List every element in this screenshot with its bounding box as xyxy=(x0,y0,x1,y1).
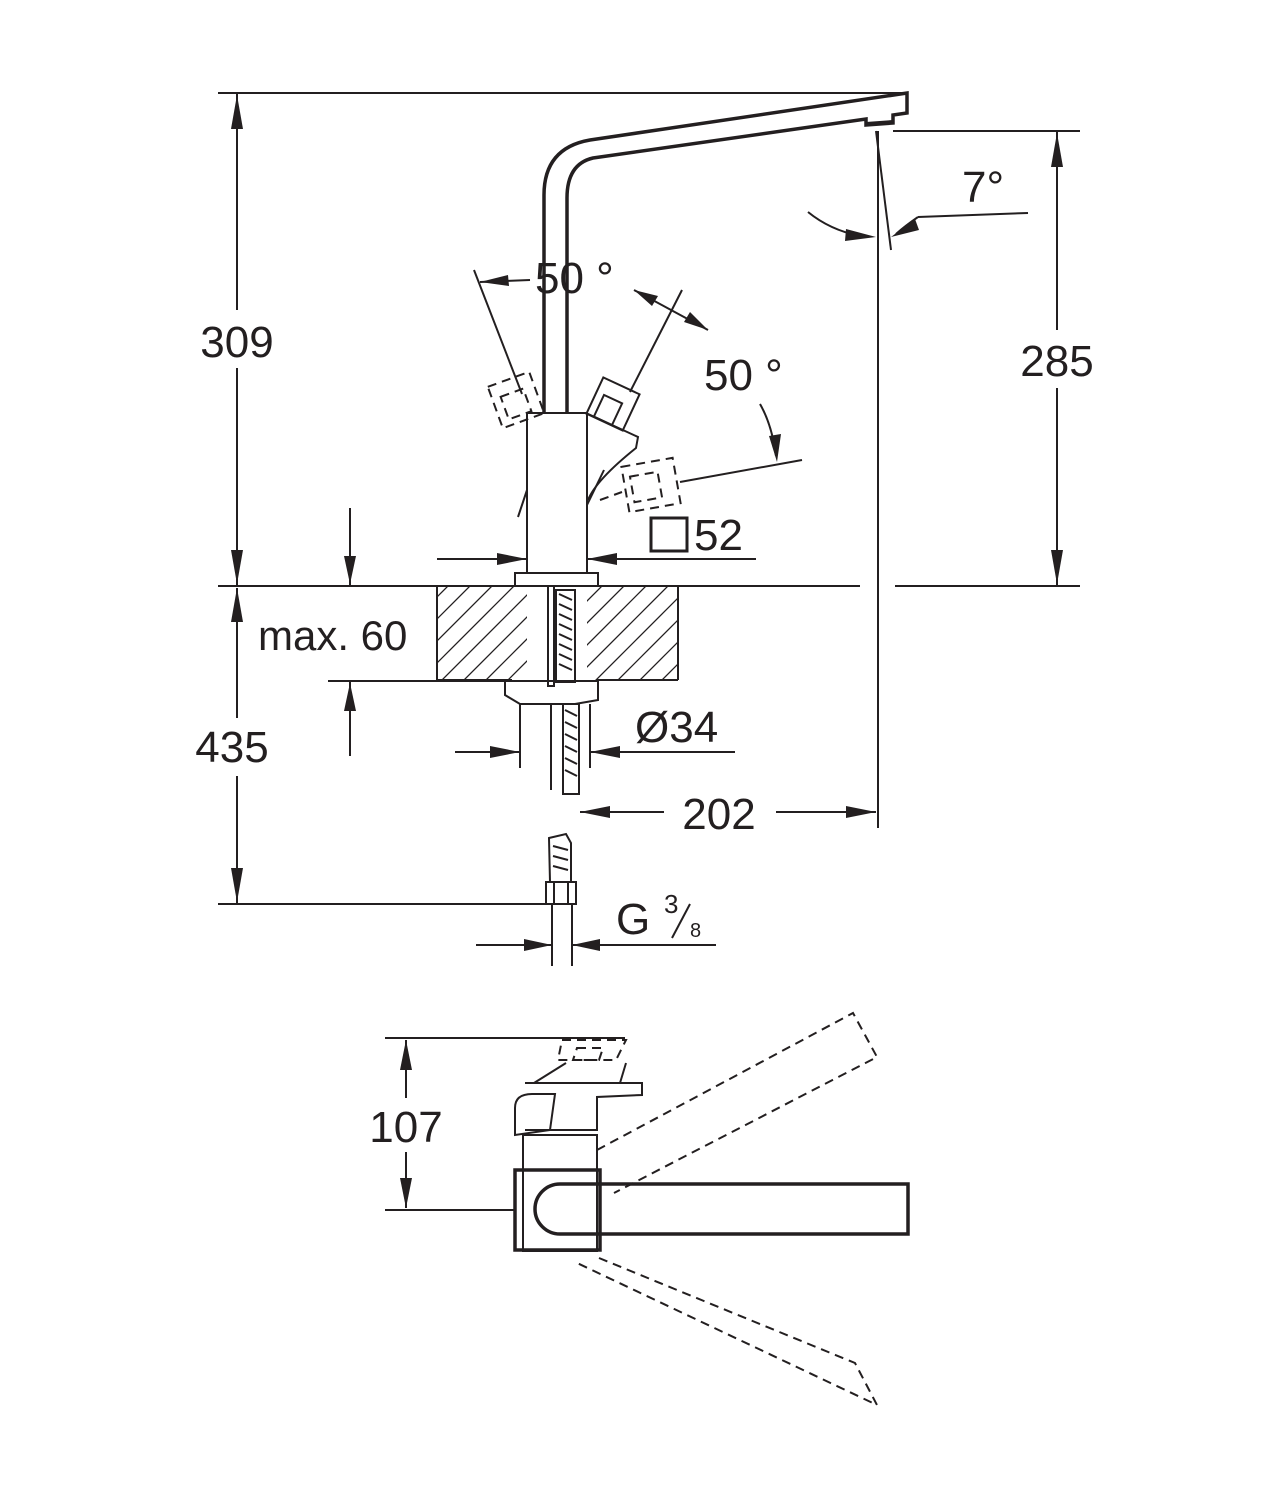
hatch-line xyxy=(673,587,678,680)
hatch-line xyxy=(563,587,675,680)
spout-angle-label: 7° xyxy=(962,163,1004,212)
swing-range-dashed xyxy=(574,1011,880,1408)
hatch-line xyxy=(541,587,653,680)
dim-body-size: 52 xyxy=(437,511,756,565)
hatch-line xyxy=(696,580,806,690)
lever-top xyxy=(514,1039,643,1137)
hatch-line xyxy=(762,580,872,690)
hatch-line xyxy=(629,587,678,680)
dim-connection-thread: G 3 8 xyxy=(476,889,716,951)
dim-spout-reach: 202 xyxy=(580,790,876,839)
tap-body xyxy=(514,412,605,587)
hatch-line xyxy=(651,587,678,680)
lever-angle-left-label: 50 ° xyxy=(535,254,614,303)
spout-reach-label: 202 xyxy=(682,790,755,839)
spout-top xyxy=(533,1182,910,1236)
dim-spout-height: 285 xyxy=(893,130,1094,586)
below-deck-length-label: 435 xyxy=(195,723,268,772)
hatch-line xyxy=(740,580,850,690)
square-symbol-icon xyxy=(649,516,689,553)
overall-height-label: 309 xyxy=(200,318,273,367)
dim-hole-diameter: Ø34 xyxy=(455,703,735,758)
hatch-line xyxy=(718,580,828,690)
hatch-line xyxy=(437,587,499,680)
hatch-line xyxy=(585,587,678,680)
hatch-line xyxy=(475,587,587,680)
dim-below-deck-length: 435 xyxy=(195,588,546,905)
hatch-line xyxy=(607,587,678,680)
dim-deck-thickness: max. 60 xyxy=(258,508,407,756)
dim-lever-angle-right: 50 ° xyxy=(629,289,803,483)
spout-height-label: 285 xyxy=(1020,337,1093,386)
dim-spout-angle: 7° xyxy=(807,130,1029,828)
body-size-label: 52 xyxy=(694,511,743,560)
top-view: 107 xyxy=(369,1011,910,1408)
dim-top-view-depth: 107 xyxy=(369,1037,625,1211)
lever-angle-right-label: 50 ° xyxy=(704,351,783,400)
shank-assembly xyxy=(504,585,599,966)
hole-diameter-label: Ø34 xyxy=(635,703,718,752)
dim-overall-height: 309 xyxy=(200,92,905,586)
hatch-line xyxy=(437,587,521,680)
lever-alt-positions xyxy=(486,370,682,514)
connection-thread-label: G xyxy=(616,895,650,944)
dim-lever-angle-left: 50 ° xyxy=(473,254,614,395)
lever-handle xyxy=(585,376,641,501)
deck-thickness-label: max. 60 xyxy=(258,612,407,659)
hatch-line xyxy=(437,587,543,680)
connection-frac-num: 3 xyxy=(664,889,678,919)
top-view-depth-label: 107 xyxy=(369,1103,442,1152)
spout xyxy=(542,90,909,413)
hatch-line xyxy=(437,587,477,680)
connection-frac-den: 8 xyxy=(690,920,701,942)
side-view: 309 435 max. 60 285 xyxy=(195,90,1094,966)
